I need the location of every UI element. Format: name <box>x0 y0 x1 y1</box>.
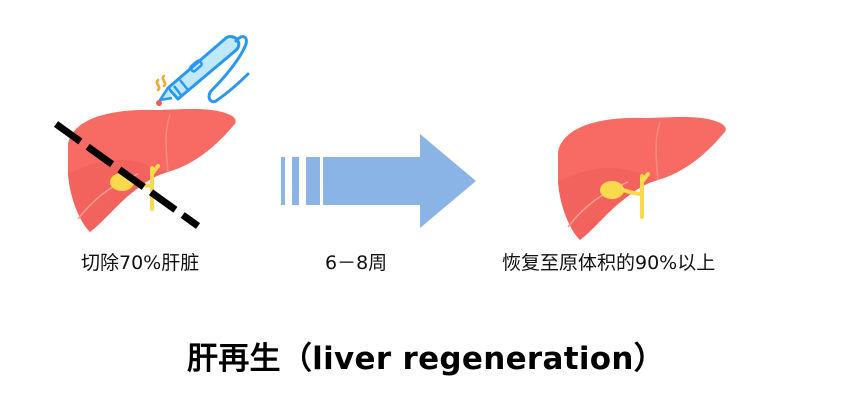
gallbladder <box>600 181 624 199</box>
step-label-duration: 6－8周 <box>325 252 388 274</box>
cut-line <box>53 121 201 229</box>
bile-duct <box>616 172 650 219</box>
spark-icon <box>155 74 167 92</box>
cable <box>207 35 250 104</box>
liver-restored-icon <box>558 117 726 240</box>
step-label-resection: 切除70%肝脏 <box>81 252 200 274</box>
figure-title: 肝再生（liver regeneration） <box>186 341 666 377</box>
liver-lobe-line <box>165 113 171 173</box>
liver-lower-shadow <box>68 159 168 232</box>
liver-lobe-line <box>655 121 661 181</box>
step-label-recovery: 恢复至原体积的90%以上 <box>502 252 716 274</box>
arrow-right-icon <box>281 134 476 228</box>
scalpel-icon <box>155 35 250 106</box>
liver-lower-shadow <box>558 167 658 240</box>
liver-cut-icon <box>68 109 236 232</box>
